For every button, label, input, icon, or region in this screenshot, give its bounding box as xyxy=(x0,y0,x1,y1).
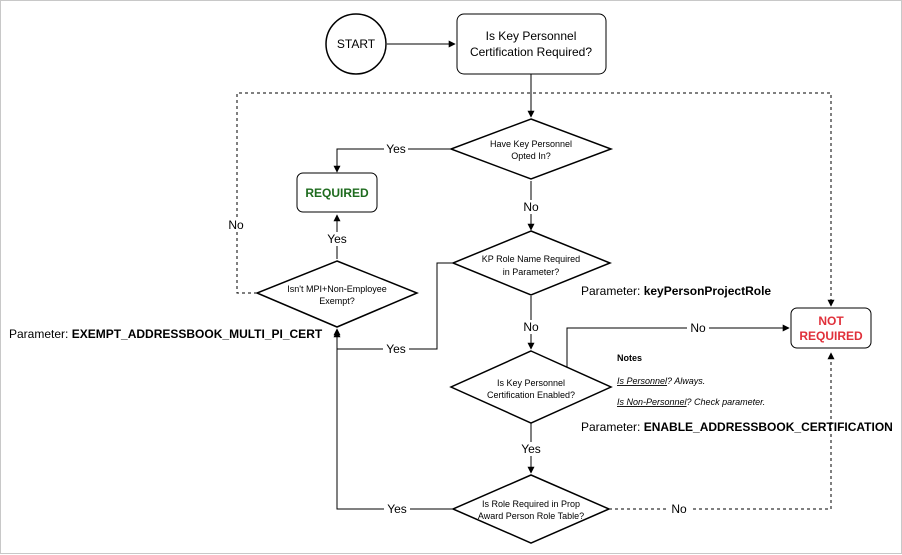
label-q2-no: No xyxy=(523,200,539,214)
param-kp-role: Parameter: keyPersonProjectRole xyxy=(581,284,771,298)
q5-line-2: Certification Enabled? xyxy=(487,390,575,400)
node-q2-opted-in: Have Key Personnel Opted In? xyxy=(448,118,614,180)
edge-labels: Yes No Yes No No Yes No Yes Yes No xyxy=(226,142,709,516)
label-q4-no: No xyxy=(228,218,244,232)
node-q1-certification-required: Is Key Personnel Certification Required? xyxy=(456,13,607,75)
node-q5-certification-enabled: Is Key Personnel Certification Enabled? xyxy=(449,350,613,424)
edges xyxy=(236,40,835,510)
q3-line-1: KP Role Name Required xyxy=(482,254,580,264)
edge-q4-no-to-not-required xyxy=(236,92,835,307)
param-enable: Parameter: ENABLE_ADDRESSBOOK_CERTIFICAT… xyxy=(581,420,893,434)
notes-line-2: Is Non-Personnel? Check parameter. xyxy=(617,397,765,407)
required-label: REQUIRED xyxy=(305,186,369,200)
node-q3-kp-role-name: KP Role Name Required in Parameter? xyxy=(451,230,612,296)
label-q2-yes: Yes xyxy=(386,142,406,156)
node-q4-mpi-exempt: Isn't MPI+Non-Employee Exempt? xyxy=(255,260,419,328)
q2-line-1: Have Key Personnel xyxy=(490,139,572,149)
q5-line-1: Is Key Personnel xyxy=(497,378,565,388)
not-required-line-1: NOT xyxy=(818,314,844,328)
q4-line-1: Isn't MPI+Non-Employee xyxy=(287,284,387,294)
q6-line-1: Is Role Required in Prop xyxy=(482,499,580,509)
edge-q6-yes-to-q4 xyxy=(333,330,453,510)
edge-q5-no-to-not-required xyxy=(566,324,790,367)
q3-line-2: in Parameter? xyxy=(503,267,560,277)
label-q6-no: No xyxy=(671,502,687,516)
edge-q2-yes-to-required xyxy=(333,148,451,173)
node-required: REQUIRED xyxy=(296,172,378,213)
q1-line-1: Is Key Personnel xyxy=(486,29,577,43)
label-q6-yes: Yes xyxy=(387,502,407,516)
notes-line-1: Is Personnel? Always. xyxy=(617,376,705,386)
label-q5-yes: Yes xyxy=(521,442,541,456)
param-exempt: Parameter: EXEMPT_ADDRESSBOOK_MULTI_PI_C… xyxy=(9,327,323,341)
label-q3-no: No xyxy=(523,320,539,334)
q6-line-2: Award Person Role Table? xyxy=(478,511,584,521)
q4-line-2: Exempt? xyxy=(319,296,355,306)
node-start: START xyxy=(325,13,387,75)
q1-line-2: Certification Required? xyxy=(470,45,592,59)
node-q6-role-required-table: Is Role Required in Prop Award Person Ro… xyxy=(451,474,611,544)
notes-block: Notes Is Personnel? Always. Is Non-Perso… xyxy=(617,353,765,407)
node-not-required: NOT REQUIRED xyxy=(790,307,872,349)
parameter-annotations: Parameter: keyPersonProjectRole Paramete… xyxy=(9,284,893,434)
label-q5-no: No xyxy=(690,321,706,335)
start-label: START xyxy=(337,37,376,51)
label-q3-yes: Yes xyxy=(386,342,406,356)
q2-line-2: Opted In? xyxy=(511,151,551,161)
label-q4-yes: Yes xyxy=(327,232,347,246)
not-required-line-2: REQUIRED xyxy=(799,329,863,343)
notes-title: Notes xyxy=(617,353,642,363)
